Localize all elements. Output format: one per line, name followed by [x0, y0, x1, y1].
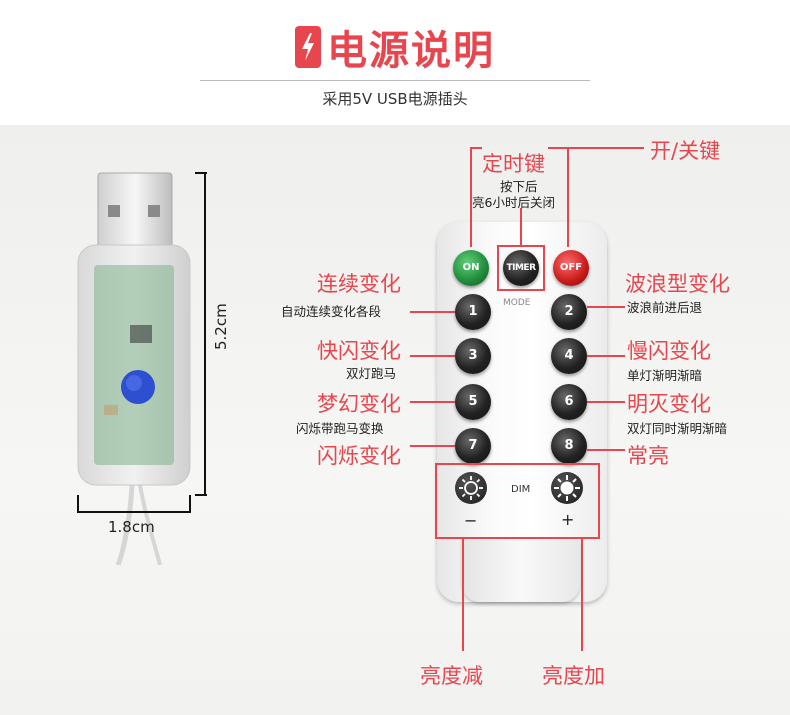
timer-highlight-box: [497, 245, 545, 291]
mode-button-6[interactable]: 6: [551, 384, 587, 420]
m5-desc: 闪烁带跑马变换: [296, 421, 384, 436]
m7-line: [410, 445, 455, 447]
m1-desc: 自动连续变化各段: [281, 304, 382, 319]
m8-title: 常亮: [627, 444, 669, 468]
dim-label: DIM: [511, 484, 531, 495]
mode-button-2[interactable]: 2: [551, 294, 587, 330]
timer-desc-2: 亮6小时后关闭: [472, 195, 555, 210]
m2-title: 波浪型变化: [625, 272, 730, 296]
dim-up-label: 亮度加: [542, 664, 605, 688]
m4-title: 慢闪变化: [627, 339, 711, 363]
timer-line-down: [520, 208, 522, 246]
dim-down-button[interactable]: [455, 472, 487, 504]
power-line-horizontal: [548, 147, 644, 149]
m6-title: 明灭变化: [627, 392, 711, 416]
usb-width-label: 1.8cm: [108, 518, 155, 536]
dim-up-line: [581, 539, 583, 651]
m6-line: [587, 401, 625, 403]
dim-up-button[interactable]: [551, 472, 583, 504]
lightning-icon: [295, 26, 321, 68]
m3-desc: 双灯跑马: [346, 366, 397, 381]
mode-button-8[interactable]: 8: [551, 428, 587, 464]
mode-label: MODE: [503, 298, 531, 308]
m1-line: [410, 311, 455, 313]
m2-line: [587, 306, 625, 308]
timer-key-label: 定时键: [482, 152, 545, 176]
dim-down-line: [462, 539, 464, 651]
sun-filled-icon: [554, 475, 580, 501]
header: 电源说明 采用5V USB电源插头: [0, 0, 790, 125]
timer-line-top: [470, 147, 482, 149]
m4-line: [587, 355, 625, 357]
off-button[interactable]: OFF: [553, 250, 589, 286]
timer-desc-1: 按下后: [500, 179, 538, 194]
m4-desc: 单灯渐明渐暗: [627, 368, 703, 383]
m5-line: [410, 401, 455, 403]
m5-title: 梦幻变化: [317, 392, 401, 416]
m7-title: 闪烁变化: [317, 444, 401, 468]
mode-button-4[interactable]: 4: [551, 338, 587, 374]
title-wrap: 电源说明: [0, 18, 790, 76]
m8-line: [587, 449, 625, 451]
dim-down-label: 亮度减: [420, 664, 483, 688]
timer-line-left: [470, 147, 472, 247]
m3-title: 快闪变化: [317, 339, 401, 363]
remote-bottom: [462, 540, 580, 602]
mode-button-5[interactable]: 5: [455, 384, 491, 420]
plus-sign: +: [561, 510, 575, 529]
mode-button-7[interactable]: 7: [455, 428, 491, 464]
power-line-vertical: [567, 147, 569, 247]
m1-title: 连续变化: [317, 272, 401, 296]
usb-height-label: 5.2cm: [212, 303, 230, 350]
on-button[interactable]: ON: [453, 250, 489, 286]
mode-button-3[interactable]: 3: [455, 338, 491, 374]
page-title: 电源说明: [327, 28, 495, 74]
power-key-label: 开/关键: [650, 139, 721, 163]
usb-plug-image: [77, 172, 207, 565]
dim-highlight-box: [435, 463, 600, 539]
sun-outline-icon: [459, 476, 483, 500]
page-subtitle: 采用5V USB电源插头: [322, 90, 468, 108]
m3-line: [410, 355, 455, 357]
minus-sign: −: [464, 511, 478, 530]
title-divider: [200, 80, 590, 81]
mode-button-1[interactable]: 1: [455, 294, 491, 330]
m6-desc: 双灯同时渐明渐暗: [627, 421, 728, 436]
timer-button[interactable]: TIMER: [503, 250, 539, 286]
m2-desc: 波浪前进后退: [627, 300, 703, 315]
